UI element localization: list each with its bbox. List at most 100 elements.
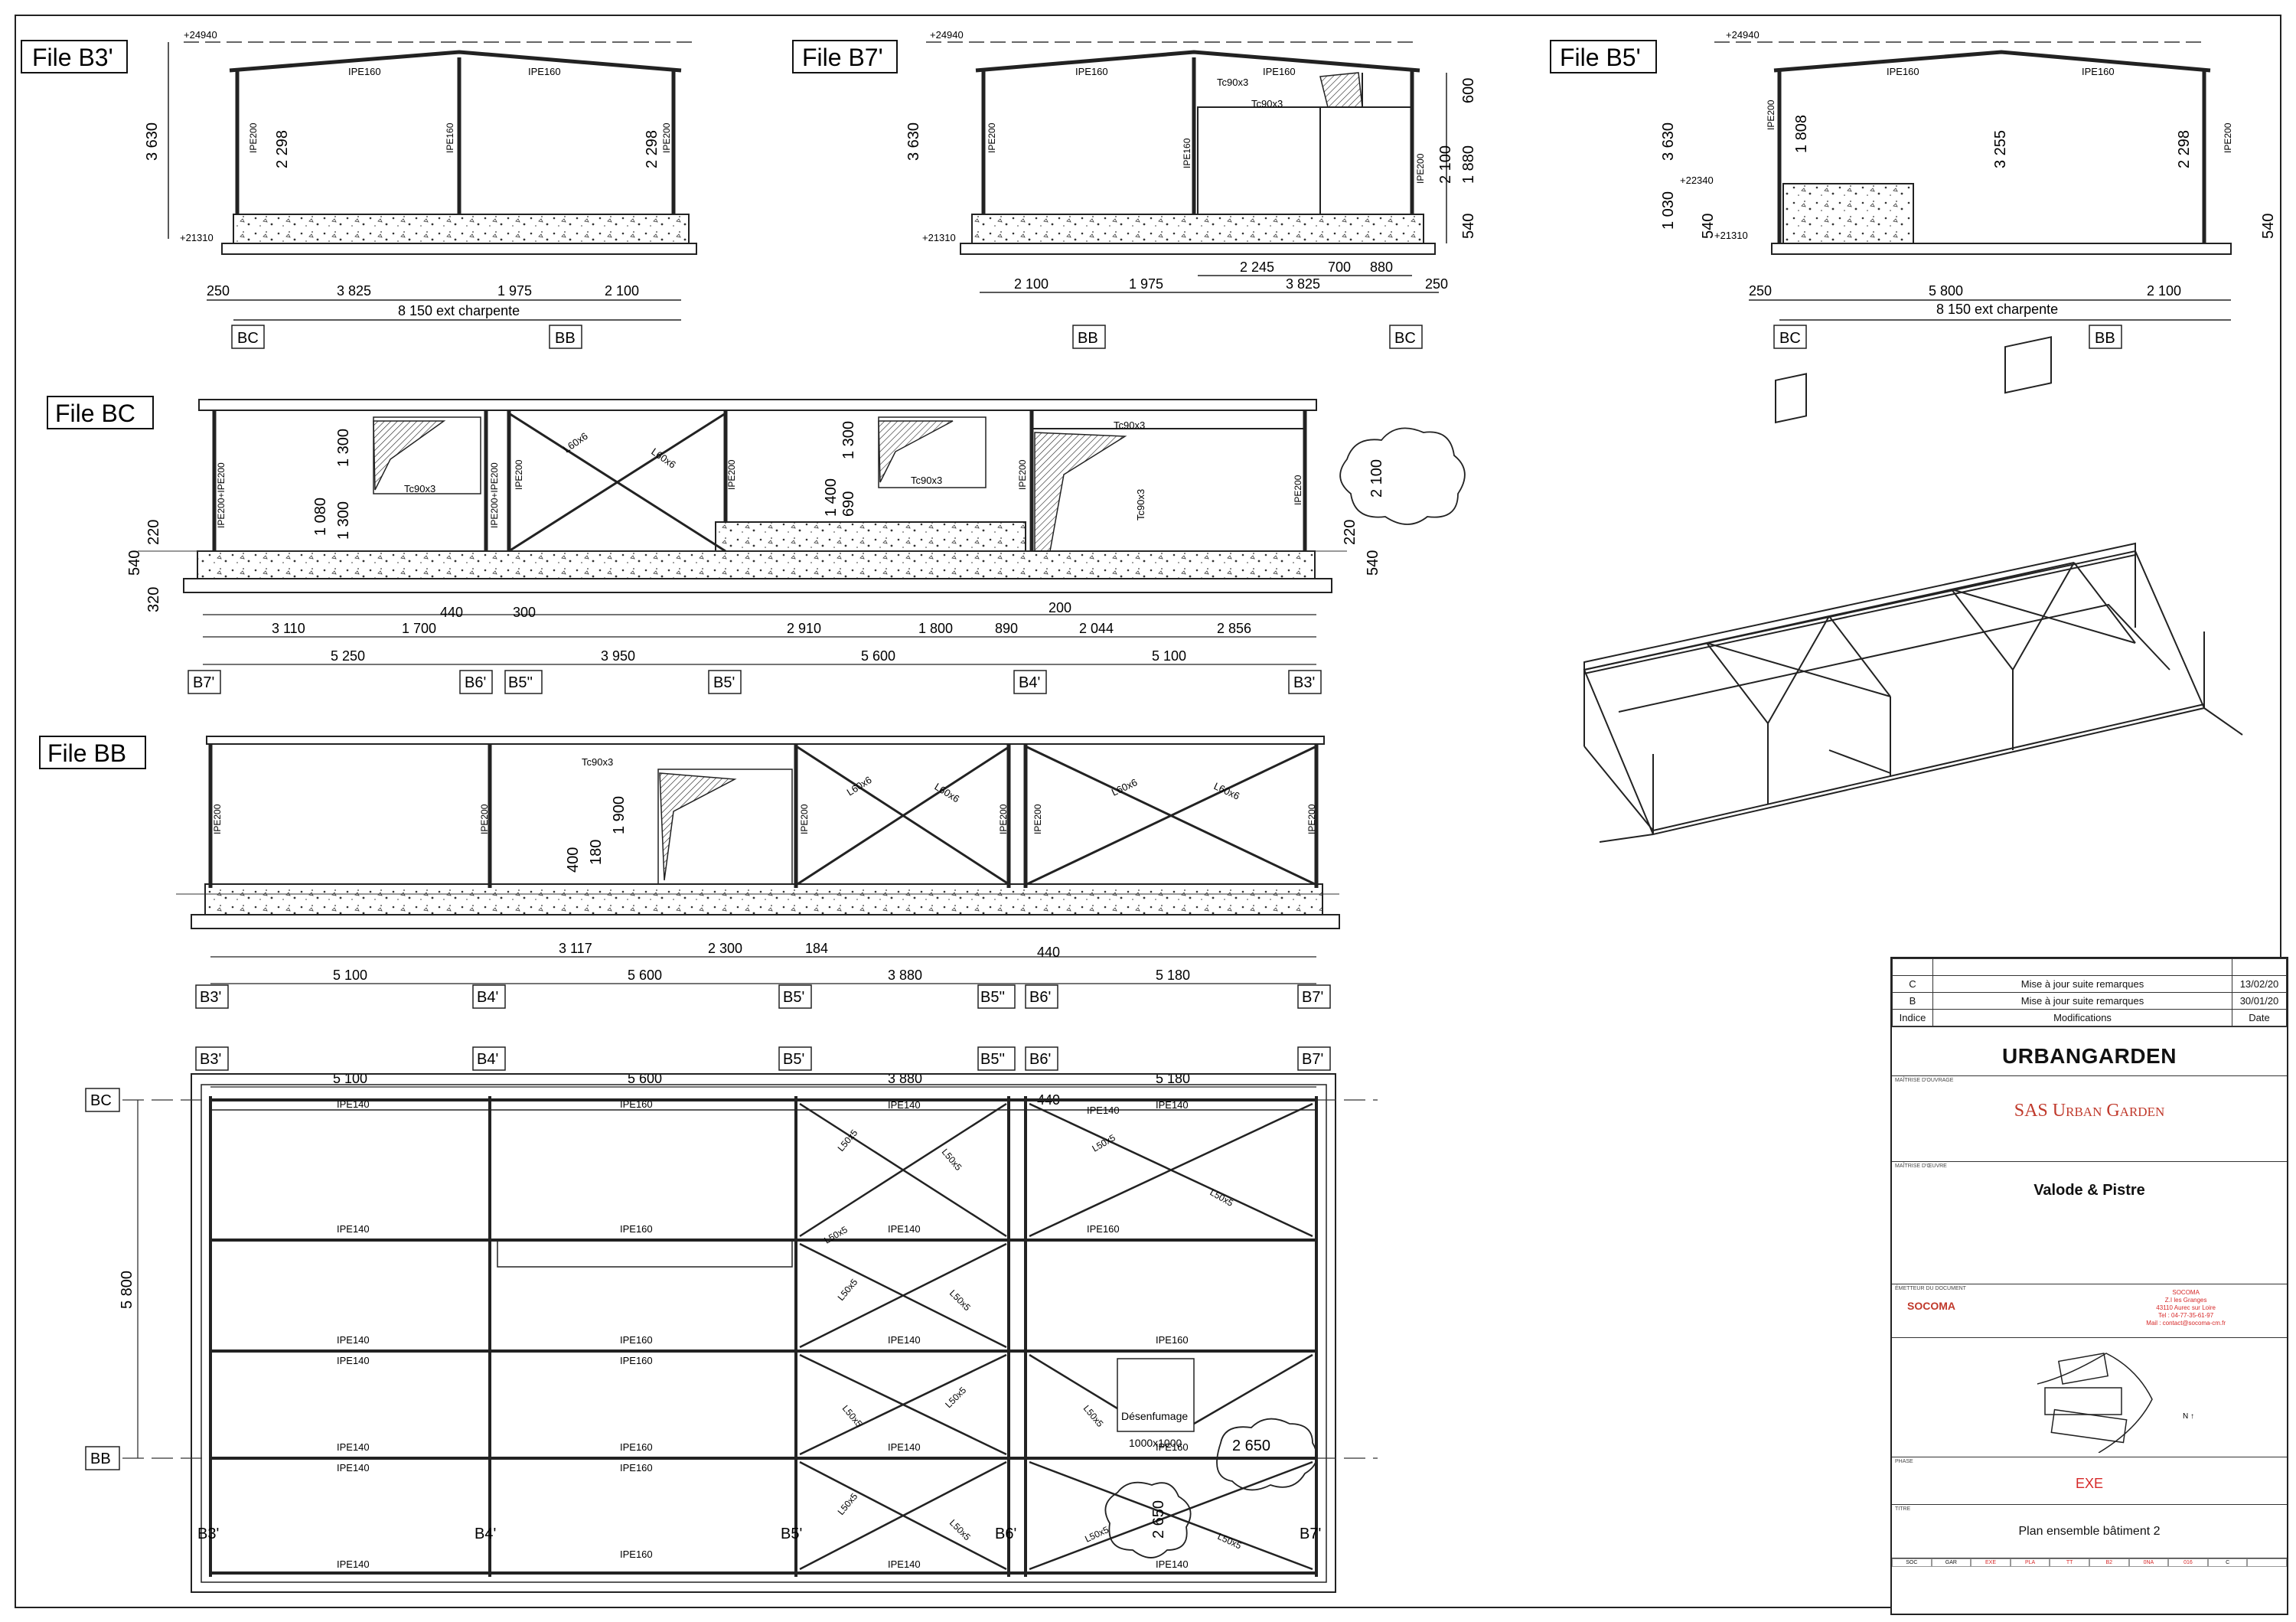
view-title: File B5' (1560, 44, 1641, 71)
column-label: IPE200 (661, 122, 672, 153)
svg-text:IPE160: IPE160 (620, 1441, 653, 1453)
svg-text:IPE140: IPE140 (888, 1099, 921, 1111)
svg-text:IPE160: IPE160 (1075, 66, 1108, 77)
svg-text:B3': B3' (197, 1526, 219, 1542)
svg-text:3 950: 3 950 (601, 648, 635, 664)
svg-text:250: 250 (1425, 276, 1448, 292)
dimension: 2 100 (605, 283, 639, 299)
issuer-logo: SOCOMA (1907, 1300, 1955, 1312)
svg-text:IPE160: IPE160 (1263, 66, 1296, 77)
svg-text:2 910: 2 910 (787, 621, 821, 636)
column-label: IPE160 (445, 122, 455, 153)
svg-text:2 100: 2 100 (2147, 283, 2181, 299)
phase-value: EXE (2075, 1476, 2104, 1491)
brand-logo: URBANGARDEN (2002, 1044, 2177, 1068)
svg-text:IPE200: IPE200 (212, 804, 223, 834)
dimension: 1 975 (497, 283, 532, 299)
svg-text:690: 690 (840, 491, 857, 517)
svg-text:IPE160: IPE160 (1887, 66, 1919, 77)
svg-text:Tc90x3: Tc90x3 (1135, 489, 1146, 521)
view-plan: B3' B4' B5' B5'' B6' B7' BC BB 5 100 5 6… (85, 1046, 1378, 1593)
svg-text:IPE160: IPE160 (620, 1098, 653, 1110)
svg-text:220: 220 (145, 520, 162, 545)
owner-section: MAÎTRISE D'OUVRAGE SAS Urban Garden (1892, 1075, 2287, 1161)
svg-text:IPE140: IPE140 (337, 1223, 370, 1235)
svg-text:3 880: 3 880 (888, 968, 922, 983)
svg-text:540: 540 (2260, 214, 2277, 239)
axis-label: B5' (783, 1051, 804, 1068)
svg-text:1 900: 1 900 (611, 796, 628, 834)
svg-text:250: 250 (1749, 283, 1772, 299)
svg-text:IPE200: IPE200 (1766, 100, 1776, 130)
svg-text:IPE140: IPE140 (337, 1098, 370, 1110)
svg-text:2 245: 2 245 (1240, 259, 1274, 275)
svg-text:+22340: +22340 (1680, 175, 1714, 186)
svg-text:3 255: 3 255 (1992, 130, 2009, 168)
svg-text:2 856: 2 856 (1217, 621, 1251, 636)
svg-text:2 300: 2 300 (708, 941, 742, 956)
axis-label: B7' (1302, 1051, 1323, 1068)
dimension-total: 8 150 ext charpente (398, 303, 520, 318)
svg-text:IPE140: IPE140 (337, 1355, 370, 1366)
svg-text:L50x5: L50x5 (1081, 1403, 1106, 1429)
svg-text:IPE160: IPE160 (1156, 1441, 1189, 1453)
svg-text:1 080: 1 080 (312, 498, 329, 536)
svg-text:300: 300 (513, 605, 536, 620)
svg-text:5 800: 5 800 (119, 1271, 135, 1309)
svg-text:2 100: 2 100 (1437, 145, 1454, 184)
issuer-section: ÉMETTEUR DU DOCUMENT SOCOMA SOCOMA Z.I l… (1892, 1284, 2287, 1337)
column-label: IPE200 (248, 122, 259, 153)
revision-row (1892, 958, 2287, 976)
view-title: File BC (55, 400, 135, 427)
svg-text:IPE160: IPE160 (2082, 66, 2115, 77)
svg-text:3 117: 3 117 (559, 941, 592, 956)
view-file-b5: File B5' +24940 +22340 +21310 IPE160 IPE… (1550, 29, 2277, 349)
svg-text:184: 184 (805, 941, 828, 956)
svg-text:B5': B5' (781, 1526, 802, 1542)
svg-text:+24940: +24940 (1726, 29, 1760, 41)
svg-text:IPE160: IPE160 (620, 1334, 653, 1346)
beam-label: IPE160 (528, 66, 561, 77)
axis-label: B4' (477, 989, 498, 1006)
elevation-top: +24940 (184, 29, 217, 41)
svg-text:880: 880 (1370, 259, 1393, 275)
elevation-floor: +21310 (180, 232, 214, 243)
elevation-floor: +21310 (922, 232, 956, 243)
svg-text:IPE200: IPE200 (1017, 459, 1028, 490)
key-plan: N ↑ (2037, 1353, 2194, 1454)
svg-text:2 650: 2 650 (1232, 1438, 1270, 1454)
axis-label: BC (1779, 330, 1801, 347)
svg-text:440: 440 (1037, 945, 1060, 960)
svg-text:IPE140: IPE140 (337, 1334, 370, 1346)
svg-text:8 150 ext charpente: 8 150 ext charpente (1936, 302, 2058, 317)
tube-label: Tc90x3 (1251, 98, 1283, 109)
svg-text:IPE200: IPE200 (726, 459, 737, 490)
svg-text:400: 400 (565, 847, 582, 873)
svg-text:5 100: 5 100 (333, 968, 367, 983)
dimension: 3 825 (337, 283, 371, 299)
axis-label: B7' (1302, 989, 1323, 1006)
svg-text:L50x5: L50x5 (836, 1277, 860, 1303)
svg-text:L50x5: L50x5 (947, 1287, 973, 1313)
revision-header: Indice Modifications Date (1892, 1009, 2287, 1026)
axis-label: B5'' (980, 1051, 1005, 1068)
svg-text:1 808: 1 808 (1793, 115, 1810, 153)
revision-row: C Mise à jour suite remarques 13/02/20 (1892, 975, 2287, 993)
axis-label: B6' (1029, 989, 1051, 1006)
view-title: File B3' (32, 44, 113, 71)
axis-label: BB (90, 1451, 111, 1467)
axis-label: B5' (783, 989, 804, 1006)
svg-text:1 030: 1 030 (1660, 191, 1677, 230)
svg-text:600: 600 (1460, 78, 1477, 103)
svg-text:IPE140: IPE140 (888, 1334, 921, 1346)
svg-text:1 975: 1 975 (1129, 276, 1163, 292)
keyplan-section: N ↑ (1892, 1337, 2287, 1457)
svg-text:1 800: 1 800 (918, 621, 953, 636)
svg-text:Désenfumage: Désenfumage (1121, 1410, 1188, 1422)
svg-text:5 600: 5 600 (861, 648, 895, 664)
svg-text:L60x6: L60x6 (1110, 776, 1139, 798)
title-section: TITRE Plan ensemble bâtiment 2 (1892, 1504, 2287, 1558)
dimension: 2 298 (274, 130, 291, 168)
svg-text:IPE200+IPE200: IPE200+IPE200 (489, 462, 500, 528)
svg-text:2 100: 2 100 (1368, 459, 1385, 498)
